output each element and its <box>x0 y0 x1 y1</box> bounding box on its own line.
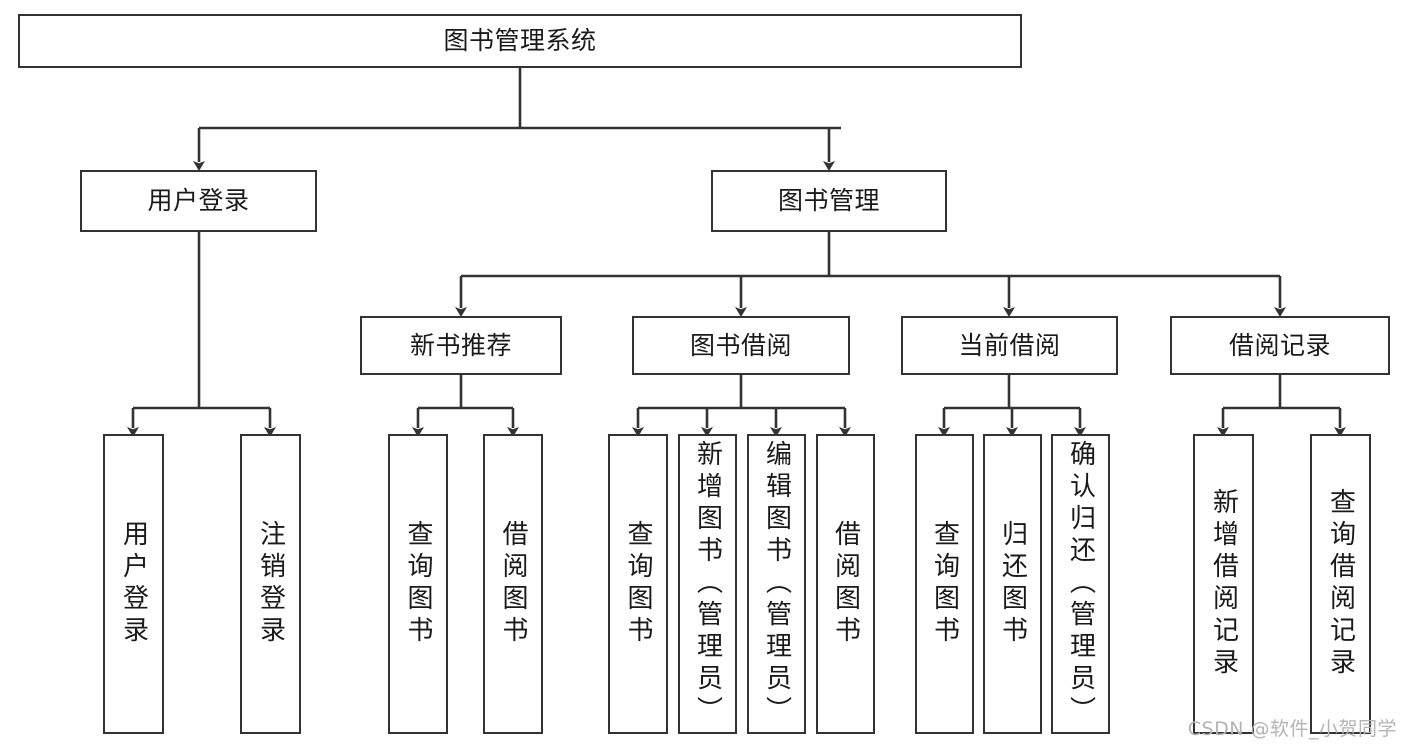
node-book-manage-label: 图书管理 <box>777 186 880 215</box>
node-current-borrow[interactable]: 当前借阅 <box>901 316 1118 375</box>
node-leaf-borrow-book-2[interactable]: 借阅图书 <box>816 434 875 734</box>
node-leaf-query-book-1[interactable]: 查询图书 <box>388 434 448 734</box>
node-borrow-record-label: 借阅记录 <box>1228 330 1331 360</box>
node-leaf-user-login[interactable]: 用户登录 <box>103 434 164 734</box>
node-new-book-recommend[interactable]: 新书推荐 <box>360 316 562 375</box>
node-leaf-user-logout[interactable]: 注销登录 <box>240 434 301 734</box>
node-leaf-query-book-2[interactable]: 查询图书 <box>608 434 668 734</box>
node-root-label: 图书管理系统 <box>443 26 597 55</box>
node-leaf-add-record[interactable]: 新增借阅记录 <box>1193 434 1254 734</box>
node-current-borrow-label: 当前借阅 <box>958 330 1061 360</box>
node-user-login[interactable]: 用户登录 <box>80 170 317 232</box>
node-leaf-add-record-label: 新增借阅记录 <box>1208 488 1239 680</box>
node-leaf-query-record-label: 查询借阅记录 <box>1325 488 1356 680</box>
node-leaf-confirm-return[interactable]: 确认归还（管理员） <box>1051 434 1110 734</box>
node-book-manage[interactable]: 图书管理 <box>711 170 947 232</box>
node-leaf-edit-book[interactable]: 编辑图书（管理员） <box>747 434 806 734</box>
node-leaf-query-book-1-label: 查询图书 <box>403 520 433 648</box>
node-leaf-user-login-label: 用户登录 <box>118 520 149 648</box>
node-leaf-edit-book-label: 编辑图书（管理员） <box>761 440 792 728</box>
node-leaf-query-record[interactable]: 查询借阅记录 <box>1310 434 1371 734</box>
node-leaf-borrow-book-2-label: 借阅图书 <box>830 520 861 648</box>
node-leaf-query-book-2-label: 查询图书 <box>623 520 653 648</box>
node-new-book-recommend-label: 新书推荐 <box>409 330 512 360</box>
node-leaf-query-book-3-label: 查询图书 <box>929 520 960 648</box>
node-leaf-add-book[interactable]: 新增图书（管理员） <box>678 434 737 734</box>
node-leaf-return-book[interactable]: 归还图书 <box>983 434 1042 734</box>
node-leaf-return-book-label: 归还图书 <box>997 520 1028 648</box>
node-leaf-borrow-book-1[interactable]: 借阅图书 <box>483 434 543 734</box>
node-leaf-query-book-3[interactable]: 查询图书 <box>915 434 974 734</box>
node-leaf-borrow-book-1-label: 借阅图书 <box>498 520 528 648</box>
node-book-borrow[interactable]: 图书借阅 <box>632 316 850 375</box>
node-user-login-label: 用户登录 <box>147 186 250 215</box>
watermark-text: CSDN @软件_小贺同学 <box>1187 718 1397 740</box>
node-book-borrow-label: 图书借阅 <box>689 330 792 360</box>
node-leaf-add-book-label: 新增图书（管理员） <box>692 440 723 728</box>
node-leaf-confirm-return-label: 确认归还（管理员） <box>1065 440 1096 728</box>
node-borrow-record[interactable]: 借阅记录 <box>1170 316 1390 375</box>
node-root[interactable]: 图书管理系统 <box>18 14 1022 68</box>
node-leaf-user-logout-label: 注销登录 <box>255 520 286 648</box>
